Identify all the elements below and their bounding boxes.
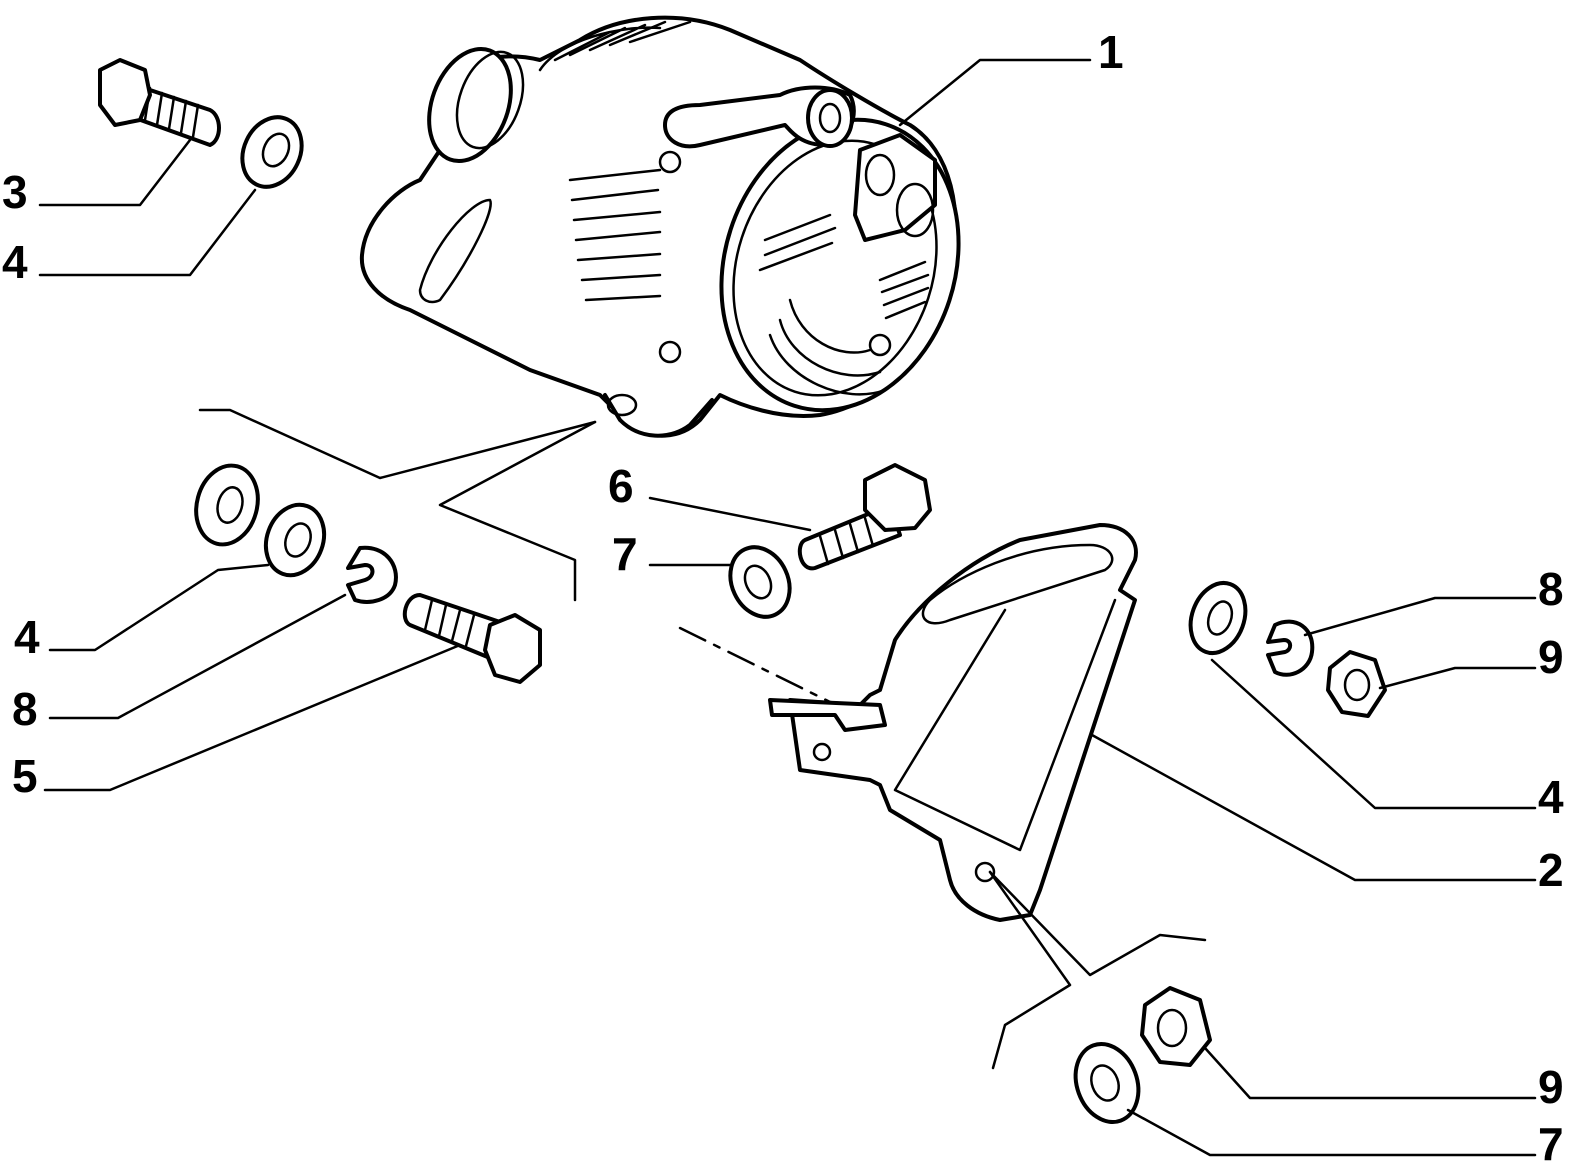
callout-numbers: 1 3 4 4 8 5 6 7 8 9 4 2 9 7 — [2, 26, 1564, 1162]
alternator — [359, 15, 961, 438]
lock-washer-part-8-left — [346, 545, 398, 604]
callout-8-right: 8 — [1538, 563, 1564, 615]
callout-5: 5 — [12, 750, 38, 802]
callout-7-middle: 7 — [612, 528, 638, 580]
bolt-part-3 — [98, 58, 221, 147]
washer-part-4-top — [240, 115, 304, 189]
callout-4-left: 4 — [14, 611, 40, 663]
leader-lines — [38, 58, 1537, 1157]
callout-2: 2 — [1538, 844, 1564, 896]
washer-part-4-left-b — [263, 502, 327, 578]
callout-8-left: 8 — [12, 683, 38, 735]
mounting-bracket — [768, 523, 1138, 922]
callout-1: 1 — [1098, 26, 1124, 78]
washer-part-4-left-a — [194, 463, 260, 547]
callout-4-right: 4 — [1538, 771, 1564, 823]
nut-part-9-bottom — [1140, 986, 1212, 1067]
nut-part-9-right — [1326, 650, 1387, 718]
bolt-part-5 — [402, 593, 542, 684]
washer-part-7-middle — [728, 545, 792, 619]
callout-7-bottom: 7 — [1538, 1118, 1564, 1162]
lock-washer-part-8-right — [1266, 619, 1315, 677]
callout-4-top-left: 4 — [2, 236, 28, 288]
callout-9-right: 9 — [1538, 631, 1564, 683]
washer-part-4-right — [1188, 581, 1248, 655]
callout-3: 3 — [2, 166, 28, 218]
bolt-part-6 — [797, 463, 932, 571]
washer-part-7-bottom — [1073, 1042, 1141, 1124]
callout-9-bottom: 9 — [1538, 1061, 1564, 1113]
callout-6: 6 — [608, 460, 634, 512]
assembly-guide-lines — [198, 408, 1207, 1070]
